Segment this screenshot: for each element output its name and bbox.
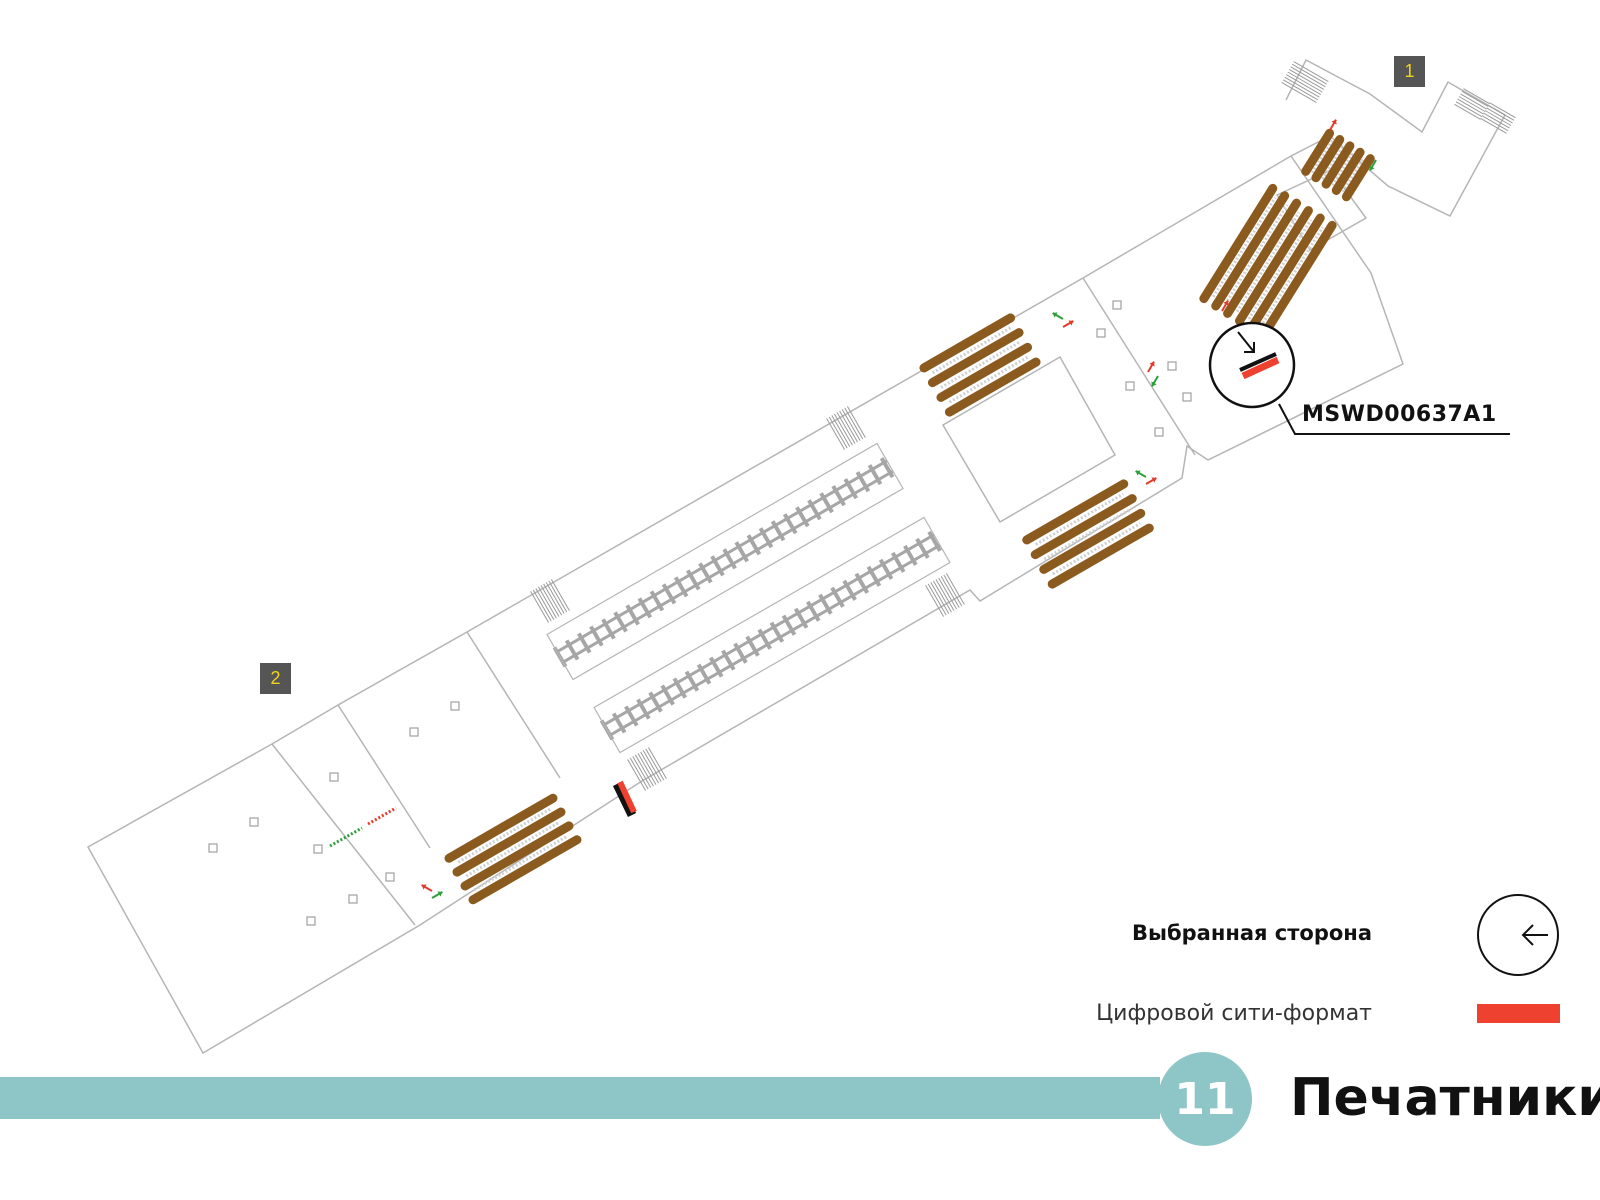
escalator-group-1 [444,793,582,905]
escalator-group-5 [1301,128,1375,202]
stairs-3 [627,747,667,791]
column-15 [1182,392,1192,402]
stairs-5 [1281,61,1329,103]
stairs-1 [530,579,570,623]
callout-leader-line [1278,403,1510,435]
track-2 [593,516,951,754]
exit-badge-2: 2 [260,663,291,694]
metro-line-badge: 11 [1158,1052,1252,1146]
column-1 [208,843,218,853]
turnstile-line-red [367,806,397,826]
stairs-2 [826,406,866,450]
direction-arrow-icon [431,891,443,899]
escalators [444,128,1375,905]
direction-arrow-icon [1329,119,1337,131]
column-12 [1154,427,1164,437]
exit-number: 2 [270,668,281,688]
legend-selected-side-label: Выбранная сторона [1131,921,1372,945]
column-6 [409,727,419,737]
selected-placement-marker [1208,321,1510,435]
column-3 [306,916,316,926]
railway-tracks [546,442,951,754]
column-7 [450,701,460,711]
exit-number: 1 [1404,61,1415,81]
column-11 [1125,381,1135,391]
line-number: 11 [1174,1073,1236,1125]
column-2 [249,817,259,827]
direction-arrow-icon [1147,361,1155,373]
legend-digital-format-swatch [1477,1004,1560,1023]
stairs [530,61,1516,791]
station-name: Печатники [1290,1068,1600,1128]
direction-arrow-icon [1062,320,1074,328]
direction-arrow-icon [1369,159,1377,171]
metro-line-band [0,1077,1160,1119]
column-8 [313,844,323,854]
columns [208,300,1192,926]
column-5 [385,872,395,882]
column-10 [1096,328,1106,338]
column-13 [1112,300,1122,310]
direction-arrow-icon [421,884,433,892]
escalator-group-4 [1199,183,1337,341]
direction-arrow-icon [1151,375,1159,387]
direction-arrow-icon [1145,477,1157,485]
placement-code: MSWD00637A1 [1302,402,1497,427]
track-1 [546,442,904,681]
column-9 [348,894,358,904]
exit-badge-1: 1 [1394,56,1425,87]
direction-arrow-icon [1135,470,1147,478]
legend-selected-side-icon [1477,894,1559,976]
escalator-group-2 [919,313,1041,417]
interior-walls [271,169,1368,926]
column-14 [1167,361,1177,371]
escalator-group-3 [1022,479,1154,589]
column-4 [329,772,339,782]
legend-digital-format-label: Цифровой сити-формат [1096,1001,1372,1026]
direction-arrow-icon [1052,312,1064,320]
stairs-4 [925,573,965,617]
stairs-6 [1454,88,1490,120]
digital-city-format-panel-platform [612,780,637,817]
stairs-7 [1480,102,1516,134]
direction-arrows [421,119,1377,899]
direction-arrow-icon [1221,300,1229,312]
